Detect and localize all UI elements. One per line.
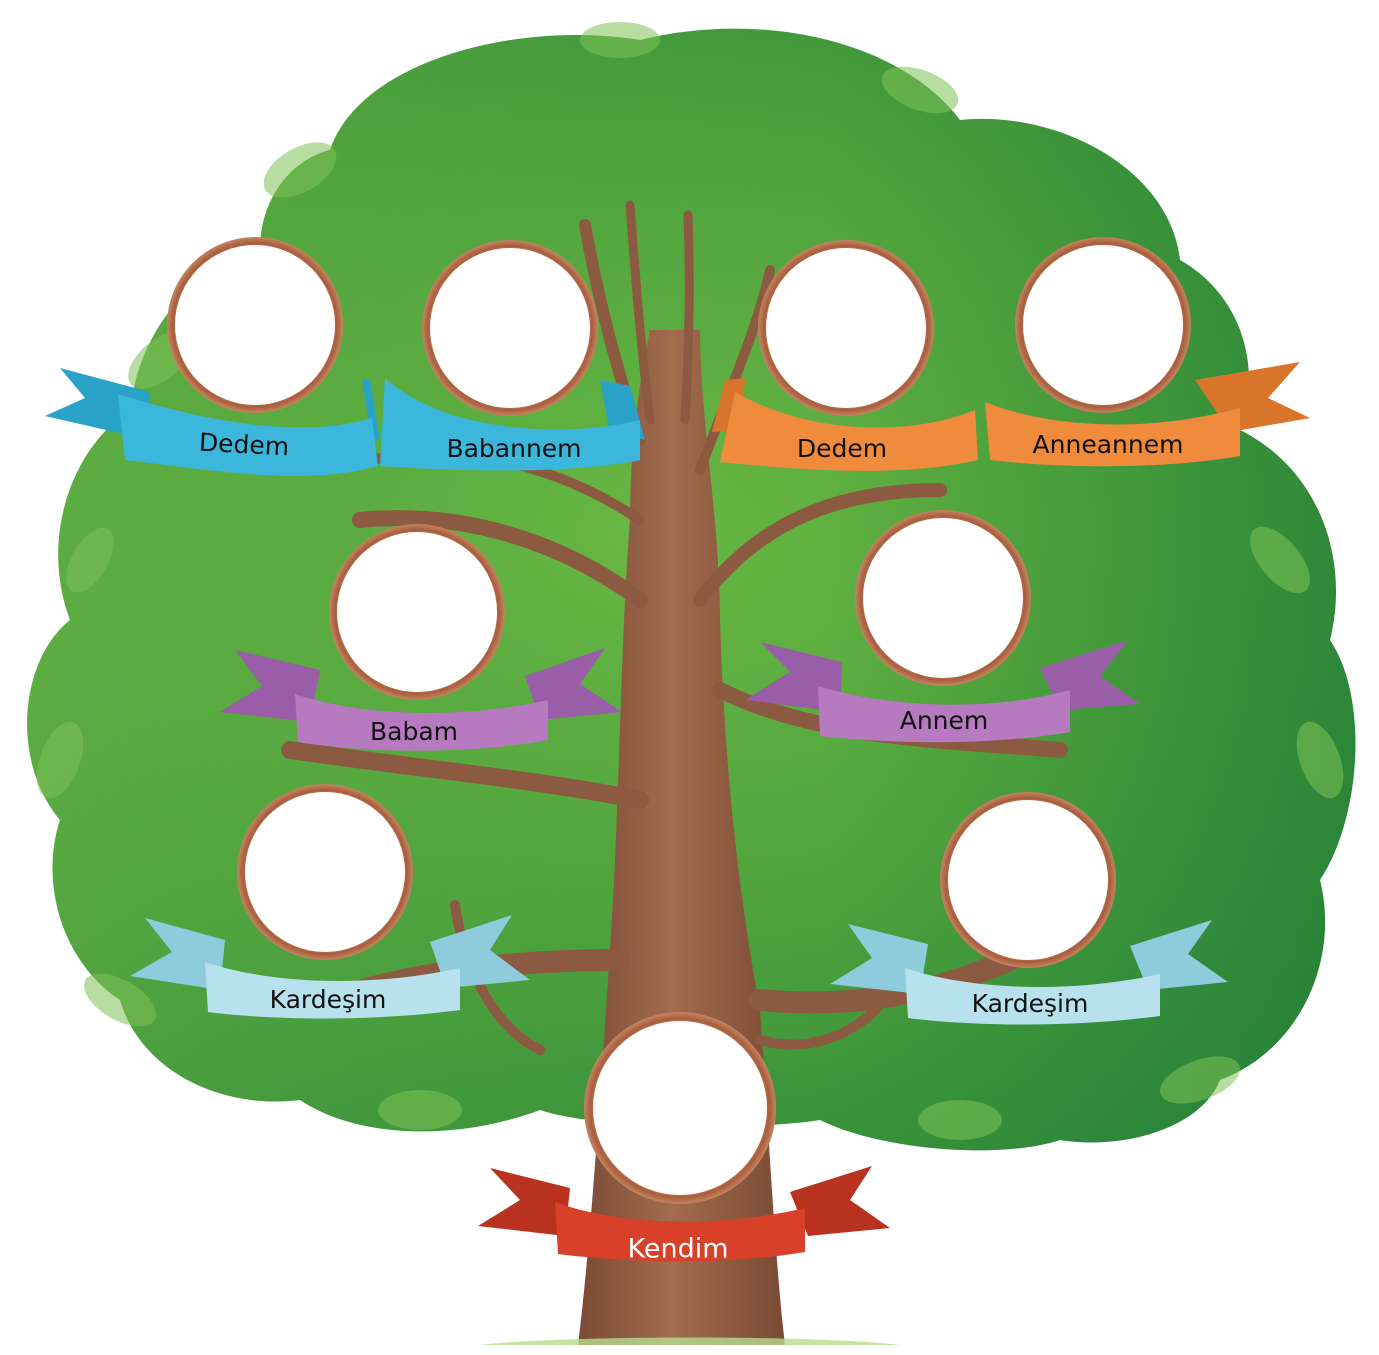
- label-self: Kendim: [627, 1234, 728, 1265]
- member-paternal-grandfather: Dedem: [45, 237, 380, 476]
- member-sibling-left: Kardeşim: [130, 784, 530, 1019]
- ribbon-paternal-grandmother: Babannem: [380, 378, 645, 471]
- label-sibling-left: Kardeşim: [270, 985, 387, 1014]
- member-self: Kendim: [478, 1012, 890, 1265]
- label-maternal-grandfather: Dedem: [797, 434, 887, 463]
- member-paternal-grandmother: Babannem: [380, 240, 645, 471]
- label-mother: Annem: [900, 706, 989, 735]
- ground-grass: [480, 1337, 900, 1345]
- member-father: Babam: [220, 524, 622, 751]
- photo-slot-paternal-grandmother[interactable]: [430, 248, 590, 408]
- label-paternal-grandmother: Babannem: [446, 434, 581, 463]
- ribbon-sibling-right: Kardeşim: [830, 920, 1228, 1025]
- ribbon-mother: Annem: [745, 640, 1140, 743]
- photo-slot-sibling-left[interactable]: [245, 792, 405, 952]
- photo-slot-father[interactable]: [337, 532, 497, 692]
- label-maternal-grandmother: Anneannem: [1033, 430, 1184, 459]
- ribbon-father: Babam: [220, 648, 622, 751]
- ribbon-self: Kendim: [478, 1166, 890, 1265]
- ribbon-maternal-grandfather: Dedem: [712, 378, 978, 471]
- photo-slot-mother[interactable]: [863, 518, 1023, 678]
- member-mother: Annem: [745, 510, 1140, 743]
- member-sibling-right: Kardeşim: [830, 792, 1228, 1025]
- label-paternal-grandfather: Dedem: [198, 428, 290, 462]
- ribbon-paternal-grandfather: Dedem: [45, 368, 380, 476]
- photo-slot-sibling-right[interactable]: [948, 800, 1108, 960]
- photo-slot-maternal-grandfather[interactable]: [766, 248, 926, 408]
- ribbon-sibling-left: Kardeşim: [130, 915, 530, 1019]
- photo-slot-self[interactable]: [593, 1021, 767, 1195]
- ribbon-maternal-grandmother: Anneannem: [985, 362, 1310, 467]
- member-maternal-grandfather: Dedem: [712, 240, 978, 471]
- photo-slot-paternal-grandfather[interactable]: [175, 245, 335, 405]
- label-father: Babam: [370, 717, 458, 746]
- label-sibling-right: Kardeşim: [972, 989, 1089, 1018]
- photo-slot-maternal-grandmother[interactable]: [1023, 245, 1183, 405]
- member-maternal-grandmother: Anneannem: [985, 237, 1310, 467]
